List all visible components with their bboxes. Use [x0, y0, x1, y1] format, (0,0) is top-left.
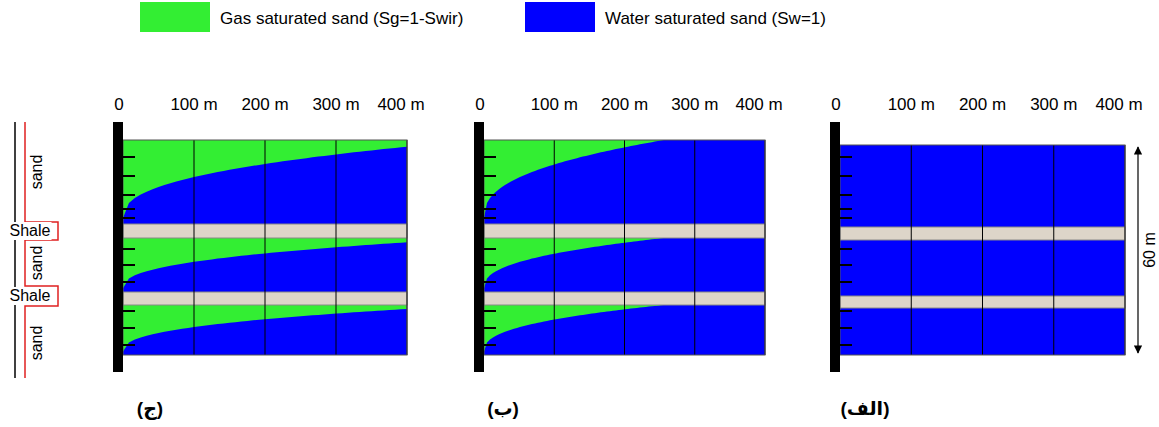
- grid-line: [911, 145, 912, 355]
- perforation-tick: [840, 281, 852, 283]
- perforation-tick: [123, 194, 135, 196]
- gas-zone: [484, 140, 664, 218]
- perforation-tick: [123, 344, 135, 346]
- axis-label: 100 m: [531, 96, 578, 113]
- perforation-tick: [484, 327, 496, 329]
- perforation-tick: [123, 208, 135, 210]
- reservoir-section: [830, 122, 1125, 372]
- perforation-tick: [123, 264, 135, 266]
- perforation-tick: [840, 156, 852, 158]
- layer-label: sand: [29, 326, 45, 361]
- dimension-label: 60 m: [1141, 231, 1159, 269]
- layer-label: sand: [29, 155, 45, 190]
- grid-line: [194, 140, 195, 355]
- reservoir-section: [113, 122, 407, 372]
- water-sand: [840, 145, 1125, 355]
- legend-text: Gas saturated sand (Sg=1-Swir): [220, 10, 463, 27]
- perforation-tick: [484, 281, 496, 283]
- perforation-tick: [123, 175, 135, 177]
- axis-label: 0: [114, 96, 123, 113]
- panel-caption: (الف): [841, 399, 890, 418]
- perforation-tick: [123, 248, 135, 250]
- well: [113, 122, 123, 372]
- axis-label: 400 m: [1095, 96, 1142, 113]
- well: [474, 122, 484, 372]
- perforation-tick: [840, 344, 852, 346]
- section-border: [123, 140, 407, 355]
- perforation-tick: [840, 175, 852, 177]
- section-border: [484, 140, 765, 355]
- column-line: [14, 122, 16, 378]
- perforation-tick: [840, 208, 852, 210]
- perforation-tick: [123, 310, 135, 312]
- axis-label: 300 m: [312, 96, 359, 113]
- grid-line: [554, 140, 555, 355]
- perforation-tick: [840, 327, 852, 329]
- grid-line: [336, 140, 337, 355]
- layer-label: Shale: [9, 287, 52, 305]
- well: [830, 122, 840, 372]
- axis-label: 400 m: [377, 96, 424, 113]
- perforation-tick: [484, 310, 496, 312]
- legend-swatch: [140, 2, 210, 32]
- perforation-tick: [484, 175, 496, 177]
- perforation-tick: [484, 156, 496, 158]
- perforation-tick: [484, 344, 496, 346]
- perforation-tick: [484, 217, 496, 219]
- layer-label: sand: [29, 246, 45, 281]
- axis-label: 400 m: [735, 96, 782, 113]
- water-sand: [484, 140, 765, 355]
- perforation-tick: [840, 217, 852, 219]
- axis-label: 300 m: [671, 96, 718, 113]
- axis-label: 200 m: [601, 96, 648, 113]
- perforation-tick: [840, 248, 852, 250]
- panel-caption: (ب): [487, 399, 519, 418]
- axis-label: 0: [831, 96, 840, 113]
- perforation-tick: [484, 264, 496, 266]
- axis-label: 100 m: [888, 96, 935, 113]
- layer-bracket: [25, 122, 58, 378]
- grid-line: [694, 140, 695, 355]
- axis-label: 200 m: [241, 96, 288, 113]
- axis-label: 0: [475, 96, 484, 113]
- dimension-arrow: [1137, 147, 1138, 353]
- perforation-tick: [840, 264, 852, 266]
- perforation-tick: [123, 281, 135, 283]
- legend-swatch: [525, 2, 595, 32]
- grid-line: [1053, 145, 1054, 355]
- perforation-tick: [840, 194, 852, 196]
- perforation-tick: [840, 310, 852, 312]
- perforation-tick: [484, 248, 496, 250]
- panel-caption: (ج): [137, 399, 163, 418]
- axis-label: 300 m: [1030, 96, 1077, 113]
- grid-line: [624, 140, 625, 355]
- legend-text: Water saturated sand (Sw=1): [605, 10, 826, 27]
- axis-label: 200 m: [959, 96, 1006, 113]
- grid-line: [265, 140, 266, 355]
- perforation-tick: [484, 194, 496, 196]
- grid-line: [982, 145, 983, 355]
- perforation-tick: [123, 156, 135, 158]
- reservoir-section: [474, 122, 765, 372]
- water-sand: [123, 140, 407, 355]
- perforation-tick: [123, 217, 135, 219]
- perforation-tick: [123, 327, 135, 329]
- section-border: [840, 145, 1125, 355]
- axis-label: 100 m: [170, 96, 217, 113]
- gas-zone: [484, 305, 664, 352]
- gas-zone: [484, 238, 664, 288]
- perforation-tick: [484, 208, 496, 210]
- layer-label: Shale: [9, 222, 52, 240]
